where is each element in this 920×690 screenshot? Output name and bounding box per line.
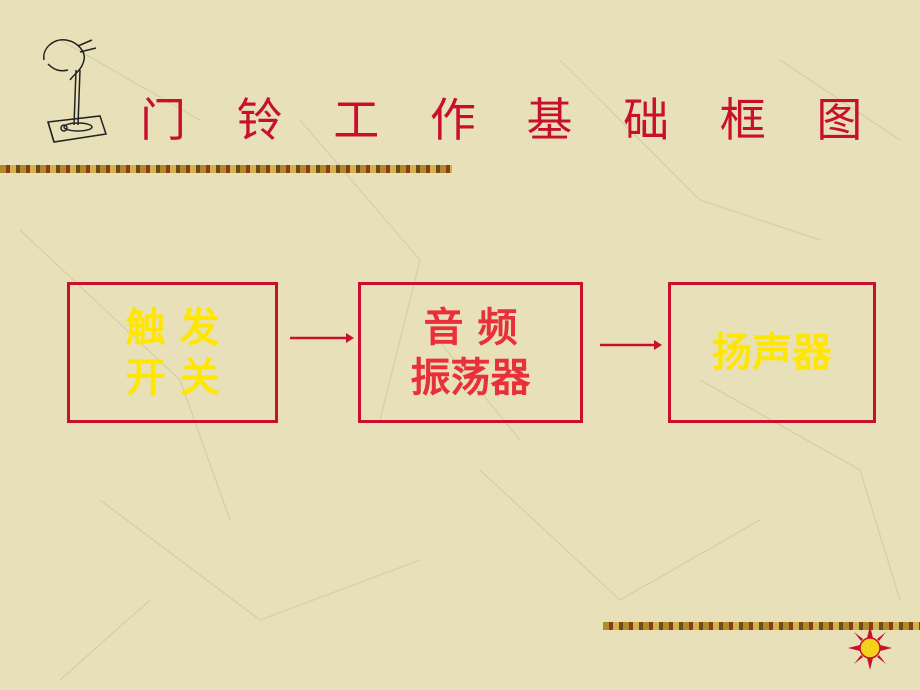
block-audio-oscillator: 音 频 振荡器 xyxy=(358,282,583,423)
page-title: 门 铃 工 作 基 础 框 图 xyxy=(140,93,881,147)
hand-with-probe-icon xyxy=(43,39,107,143)
arrow-right-icon xyxy=(290,333,354,343)
block-label-line1: 触 发 xyxy=(125,304,220,351)
footer-divider xyxy=(603,622,920,630)
block-speaker: 扬声器 xyxy=(668,282,876,423)
sun-icon xyxy=(848,626,892,670)
block-trigger-switch: 触 发 开 关 xyxy=(67,282,278,423)
arrow-right-icon xyxy=(600,340,662,350)
title-divider xyxy=(0,165,452,173)
block-label-line2: 振荡器 xyxy=(410,354,531,401)
block-label-line1: 音 频 xyxy=(423,304,518,351)
block-label-line1: 扬声器 xyxy=(712,329,832,376)
block-label-line2: 开 关 xyxy=(125,354,220,401)
